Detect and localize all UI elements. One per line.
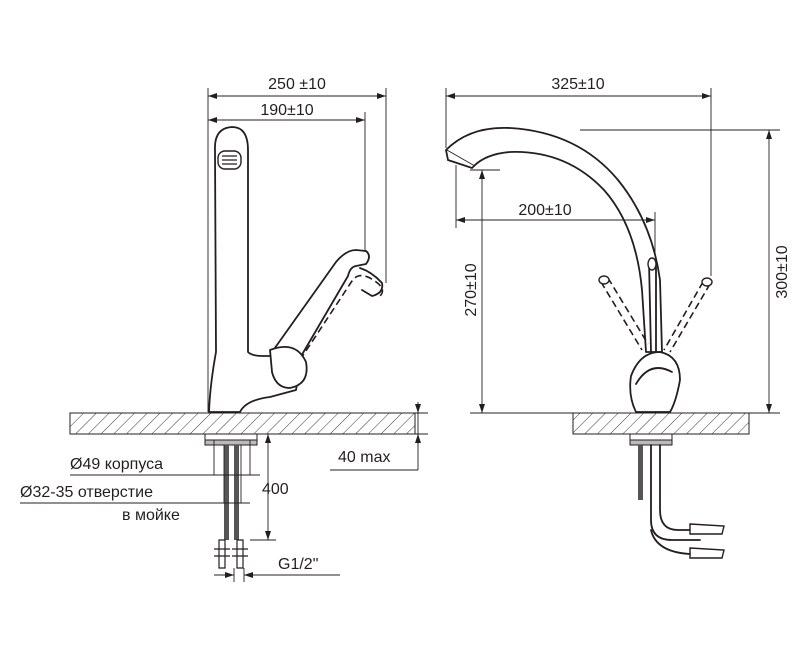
dim-spout-reach: 190±10 (260, 102, 313, 119)
dim-hose-length: 400 (262, 481, 289, 498)
mounting-front (629, 433, 725, 559)
dim-spout-height: 270±10 (463, 263, 480, 316)
front-view: 325±10 200±10 270±10 300±10 (445, 76, 791, 559)
dim-total-width: 325±10 (551, 76, 604, 93)
dim-hole-diameter-1: Ø32-35 отверстие (20, 484, 153, 501)
lever-handle-side (271, 249, 370, 359)
dim-body-diameter: Ø49 корпуса (70, 456, 163, 473)
dim-thread: G1/2" (278, 556, 318, 573)
dim-max-thickness: 40 max (338, 449, 390, 466)
dim-total-height: 300±10 (774, 245, 791, 298)
dim-total-reach: 250 ±10 (268, 76, 326, 93)
lever-handle-front (648, 261, 657, 353)
mounting-side (204, 433, 258, 569)
countertop-left (69, 412, 416, 435)
countertop-right (572, 412, 750, 435)
dim-spout-offset: 200±10 (518, 202, 571, 219)
dim-hole-diameter-2: в мойке (122, 507, 180, 524)
faucet-body-side (208, 126, 384, 413)
spout-front (445, 126, 663, 353)
faucet-body-front (629, 351, 681, 413)
side-view: 250 ±10 190±10 40 max Ø49 корпуса Ø32-35… (20, 76, 428, 582)
